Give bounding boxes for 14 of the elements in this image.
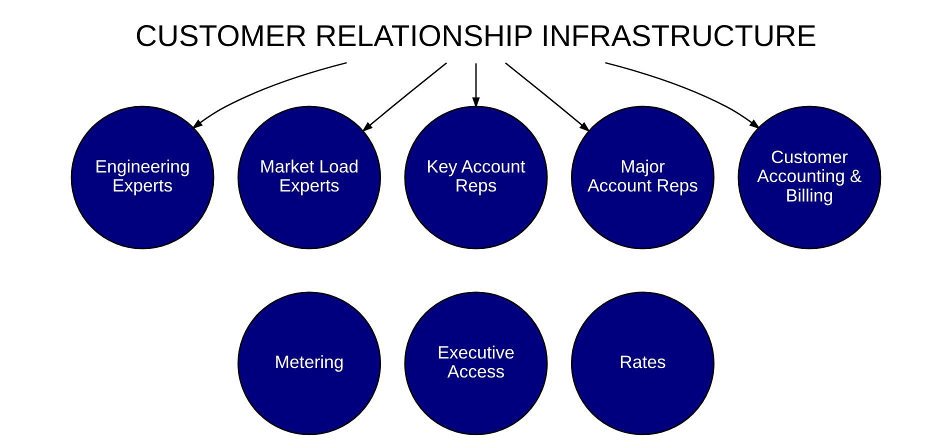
arrow	[604, 62, 760, 130]
node-circle: Metering	[237, 292, 381, 436]
node-circle: Major Account Reps	[570, 106, 714, 250]
arrow	[472, 63, 480, 108]
node-text: CUSTOMER RELATIONSHIP INFRASTRUCTURE	[134, 20, 816, 53]
node-circle: Market Load Experts	[237, 106, 381, 250]
arrow	[361, 62, 446, 132]
node-circle: Rates	[570, 292, 714, 436]
node-circle: Executive Access	[404, 292, 548, 436]
arrow	[191, 62, 346, 130]
node-circle: Engineering Experts	[70, 106, 214, 250]
node-circle: Key Account Reps	[404, 106, 548, 250]
node-circle: Customer Accounting & Billing	[737, 106, 881, 250]
arrow	[504, 62, 590, 132]
